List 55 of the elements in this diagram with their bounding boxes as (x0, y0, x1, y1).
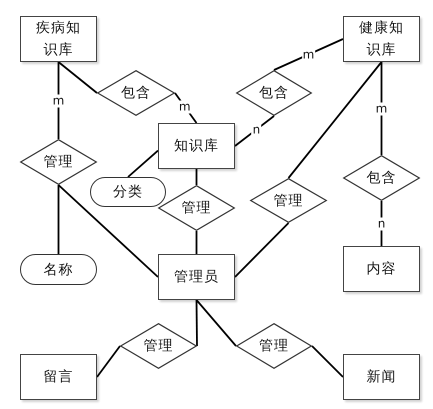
entity-label: 新闻 (366, 368, 396, 387)
cardinality-label: n (376, 217, 386, 230)
attribute-label: 分类 (113, 183, 143, 202)
connector-line (274, 38, 344, 71)
relationship-diamond (97, 70, 175, 116)
entity-label: 疾病知识库 (35, 19, 82, 60)
connector-line (196, 299, 237, 347)
connector-line (234, 222, 290, 278)
connector-line (311, 345, 344, 378)
connector-line (58, 62, 60, 139)
connector-line (234, 115, 275, 147)
connector-line (96, 345, 121, 378)
relationship-label: 管理 (144, 337, 174, 356)
entity-box (343, 354, 420, 400)
relationship-label: 管理 (259, 337, 289, 356)
relationship-diamond (250, 178, 327, 223)
relationship-diamond (343, 155, 420, 201)
relationship-label: 管理 (274, 192, 304, 210)
relationship-label: 包含 (259, 84, 289, 103)
cardinality-label: m (52, 94, 66, 107)
connector-line (196, 231, 198, 254)
entity-label: 健康知识库 (358, 19, 405, 60)
connector-line (196, 169, 198, 185)
entity-box (158, 254, 235, 300)
connector-line (380, 201, 382, 246)
entity-label: 知识库 (174, 137, 219, 156)
connector-line (380, 62, 382, 155)
connector-line (127, 150, 159, 178)
entity-label: 内容 (366, 260, 396, 279)
entity-box (20, 354, 97, 400)
entity-box (343, 246, 420, 292)
attribute-label: 名称 (44, 260, 74, 280)
relationship-diamond (120, 323, 197, 369)
relationship-label: 管理 (182, 199, 212, 218)
connector-line (58, 184, 159, 278)
entity-label: 管理员 (174, 268, 219, 287)
cardinality-label: n (252, 123, 262, 136)
relationship-label: 包含 (366, 169, 396, 188)
connector-line (58, 61, 98, 94)
relationship-label: 管理 (44, 153, 74, 172)
cardinality-label: m (374, 102, 388, 115)
relationship-diamond (158, 185, 235, 231)
relationship-diamond (20, 139, 97, 185)
entity-label: 留言 (44, 368, 74, 387)
relationship-diamond (236, 323, 312, 369)
cardinality-label: m (178, 100, 192, 113)
cardinality-label: m (302, 48, 316, 61)
entity-box (158, 123, 235, 169)
relationship-label: 包含 (121, 84, 151, 103)
connector-line (288, 61, 382, 179)
relationship-diamond (236, 70, 312, 116)
connector-line (196, 300, 198, 346)
connector-line (58, 185, 60, 254)
entity-box (343, 16, 420, 62)
entity-box (20, 16, 97, 62)
